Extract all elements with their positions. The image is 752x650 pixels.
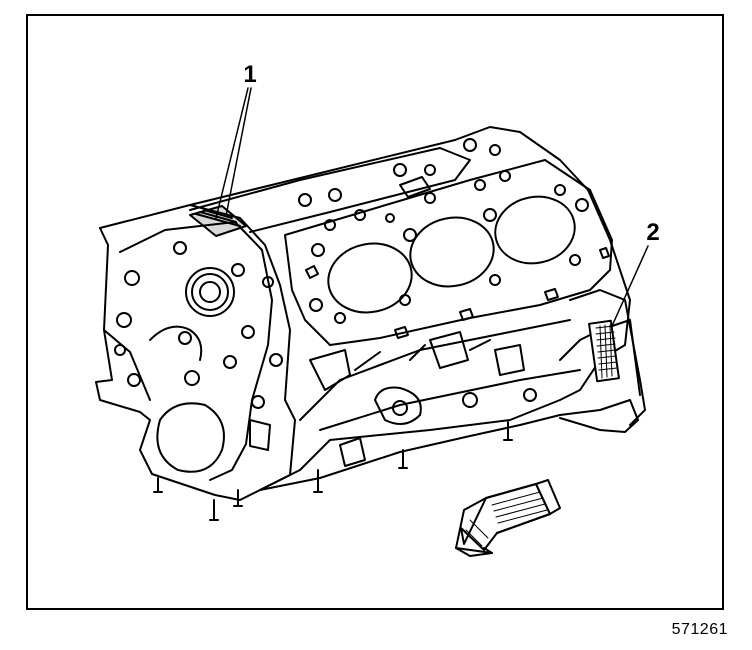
- figure-number: 571261: [671, 621, 728, 638]
- base-studs: [153, 421, 513, 521]
- component-2-marker: [588, 319, 620, 383]
- callout-1: 1: [243, 61, 256, 88]
- engine-block: [95, 126, 646, 501]
- front-direction-arrow: [455, 479, 561, 557]
- leader-lines: [215, 87, 649, 327]
- crankcase-details: [299, 319, 581, 467]
- callout-2: 2: [646, 219, 659, 246]
- front-face-details: [114, 241, 283, 473]
- component-1-marker: [189, 205, 247, 237]
- figure-frame: [26, 14, 724, 610]
- cylinder-deck: [284, 159, 613, 346]
- cylinder-deck-left: [189, 138, 501, 233]
